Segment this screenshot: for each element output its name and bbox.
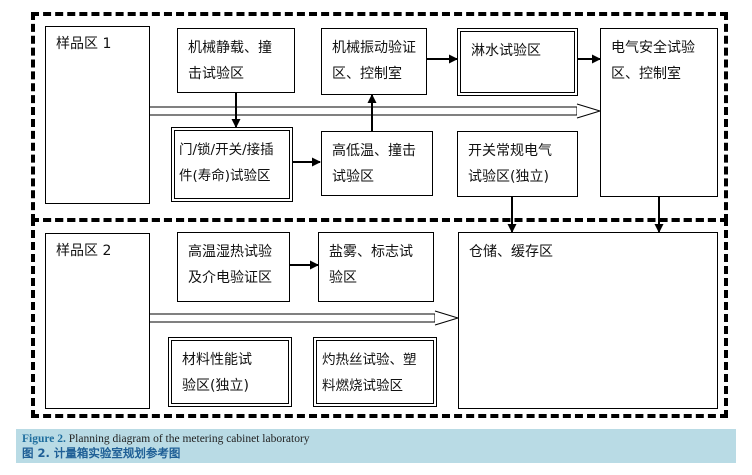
caption-english: Figure 2. Planning diagram of the meteri… <box>22 432 730 446</box>
flow-arrow-upper-head <box>576 103 602 119</box>
mech-static-impact-area: 机械静载、撞 击试验区 <box>177 28 295 93</box>
flow-arrow-lower-head <box>434 310 460 326</box>
sample-zone-1: 样品区 1 <box>45 26 150 204</box>
caption-en-text: Planning diagram of the metering cabinet… <box>68 433 310 445</box>
glow-wire-combustion-area: 灼热丝试验、塑 料燃烧试验区 <box>313 337 437 407</box>
storage-buffer-area: 仓储、缓存区 <box>458 232 718 409</box>
flow-arrow-lower <box>150 313 436 323</box>
figure-caption: Figure 2. Planning diagram of the meteri… <box>16 429 736 463</box>
lower-zone-frame <box>31 218 728 418</box>
humidity-dielectric-area: 高温湿热试验 及介电验证区 <box>177 232 290 302</box>
lab-layout-diagram: 样品区 1 样品区 2 机械静载、撞 击试验区 机械振动验证 区、控制室 淋水试… <box>31 12 728 418</box>
mech-vibration-control-room: 机械振动验证 区、控制室 <box>321 28 427 95</box>
flow-arrow-upper <box>150 106 578 116</box>
rain-test-area: 淋水试验区 <box>457 28 578 96</box>
material-performance-area: 材料性能试 验区(独立) <box>168 337 292 407</box>
caption-zh-label: 图 2. <box>22 446 50 460</box>
caption-chinese: 图 2. 计量箱实验室规划参考图 <box>22 446 730 460</box>
sample-zone-2: 样品区 2 <box>45 233 150 409</box>
sample-zone-1-label: 样品区 1 <box>56 36 112 52</box>
caption-en-label: Figure 2. <box>22 433 66 445</box>
temperature-impact-area: 高低温、撞击 试验区 <box>321 131 433 196</box>
sample-zone-2-label: 样品区 2 <box>56 243 112 259</box>
salt-fog-marking-area: 盐雾、标志试 验区 <box>318 232 434 302</box>
switch-electrical-test-area: 开关常规电气 试验区(独立) <box>457 131 578 197</box>
electrical-safety-control-room: 电气安全试验 区、控制室 <box>600 28 718 197</box>
caption-zh-text: 计量箱实验室规划参考图 <box>53 446 181 460</box>
door-lock-switch-life-test-area: 门/锁/开关/接插 件(寿命)试验区 <box>171 127 293 202</box>
